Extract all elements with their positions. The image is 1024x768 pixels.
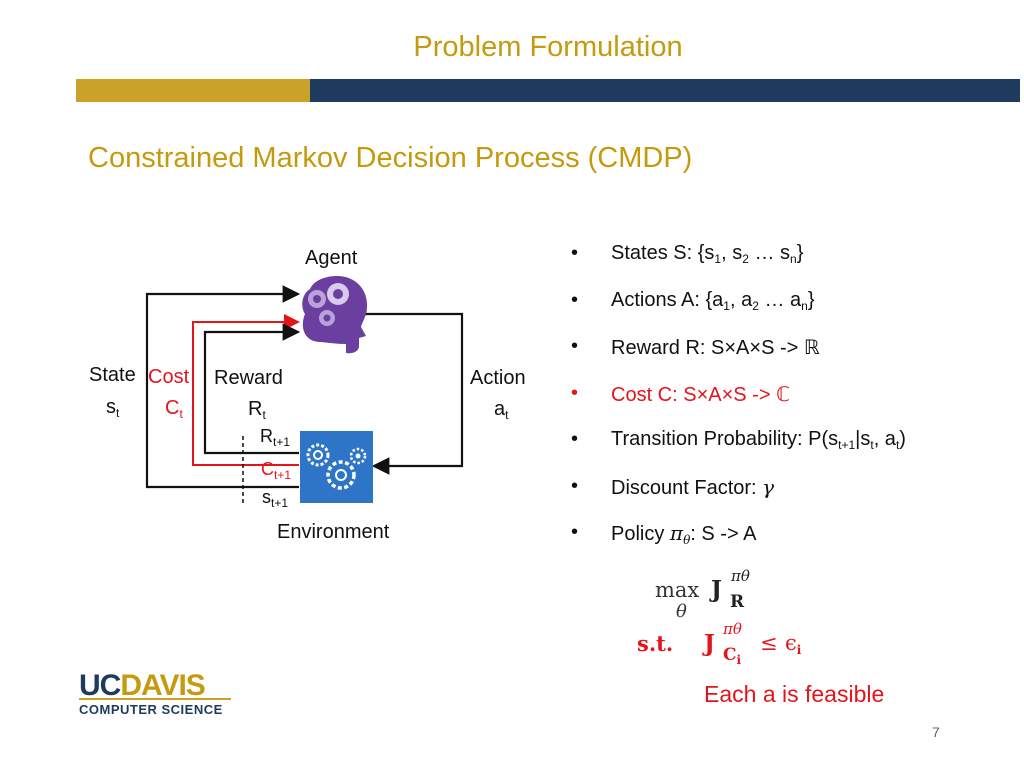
logo-department: COMPUTER SCIENCE <box>79 702 223 717</box>
constraint-leq: ≤ <box>760 631 778 655</box>
constraint-C: Ci <box>723 645 742 667</box>
reward-arrow <box>203 323 301 455</box>
reward-symbol: Rt <box>248 398 266 422</box>
bullet-actions: •Actions A: {a1, a2 … an} <box>571 288 815 313</box>
next-state-label: st+1 <box>262 487 289 510</box>
slide-title: Problem Formulation <box>413 31 683 63</box>
page-number: 7 <box>932 724 940 740</box>
constraint-st: s.t. <box>637 631 674 656</box>
gears-icon <box>300 431 373 503</box>
ucdavis-logo: UCDAVIS <box>79 669 206 702</box>
bullet-cost: •Cost C: S×A×S -> ℂ <box>571 381 791 406</box>
next-reward-label: Rt+1 <box>260 426 291 449</box>
action-label: Action <box>470 367 526 389</box>
cost-symbol: Ct <box>165 397 183 421</box>
bullet-reward: •Reward R: S×A×S -> ℝ <box>571 335 820 359</box>
bullet-policy: •Policy πθ: S -> A <box>571 521 757 547</box>
feasibility-note: Each a is feasible <box>704 681 885 707</box>
logo-divider <box>79 698 231 700</box>
state-arrow <box>145 285 301 489</box>
objective-pi-theta: πθ <box>731 567 750 585</box>
action-arrow <box>364 312 464 475</box>
agent-label: Agent <box>305 247 358 269</box>
reward-label: Reward <box>214 367 283 389</box>
cost-label: Cost <box>148 366 190 388</box>
constraint-J: J <box>704 630 715 657</box>
constraint-pi-theta: πθ <box>723 620 742 638</box>
bullet-discount: •Discount Factor: γ <box>571 474 775 499</box>
objective-theta: θ <box>676 601 687 622</box>
head-gear-icon <box>302 276 368 354</box>
definition-list: •States S: {s1, s2 … sn} •Actions A: {a1… <box>568 242 906 568</box>
environment-label: Environment <box>277 521 390 543</box>
title-bar-navy <box>310 79 1020 102</box>
cost-arrow <box>192 314 300 466</box>
bullet-states: •States S: {s1, s2 … sn} <box>571 242 804 266</box>
action-symbol: at <box>494 398 509 422</box>
section-heading: Constrained Markov Decision Process (CMD… <box>88 142 693 174</box>
state-label: State <box>89 364 136 386</box>
bullet-transition: •Transition Probability: P(st+1|st, at) <box>571 428 906 452</box>
objective-R: R <box>730 592 745 612</box>
constraint-epsilon: ϵi <box>785 631 802 657</box>
next-cost-label: Ct+1 <box>261 459 292 482</box>
objective-max: max <box>655 578 700 602</box>
title-bar-gold <box>76 79 310 102</box>
objective-J: J <box>711 576 722 603</box>
state-symbol: st <box>106 396 120 420</box>
